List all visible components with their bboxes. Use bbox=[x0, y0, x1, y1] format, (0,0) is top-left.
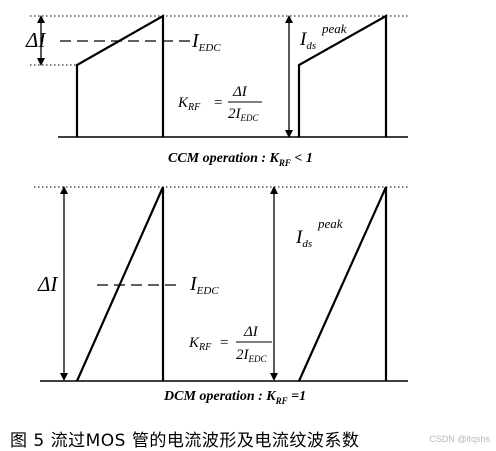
figure-caption: 图 5 流过MOS 管的电流波形及电流纹波系数 bbox=[10, 431, 360, 451]
ccm-title: CCM operation : KRF < 1 bbox=[168, 151, 313, 168]
dcm-krf-symbol: KRF bbox=[188, 335, 212, 353]
dcm-title: DCM operation : KRF =1 bbox=[163, 389, 306, 406]
dcm-krf-equals: = bbox=[220, 335, 228, 351]
ccm-krf-equals: = bbox=[214, 95, 222, 111]
ccm-current-waveform-1 bbox=[75, 14, 165, 137]
dcm-krf-numerator: ΔI bbox=[243, 324, 259, 340]
ccm-current-waveform-2 bbox=[297, 14, 388, 137]
dcm-iedc-label: IEDC bbox=[189, 273, 219, 297]
ccm-krf-denominator: 2IEDC bbox=[228, 106, 259, 123]
dcm-ids-label: Ids bbox=[295, 227, 312, 250]
ccm-panel: ΔI IEDC Ids peak KRF = ΔI 2IEDC CCM oper… bbox=[25, 14, 408, 168]
dcm-current-waveform-2 bbox=[297, 186, 388, 382]
dcm-krf-formula: KRF = ΔI 2IEDC bbox=[188, 324, 272, 364]
ccm-peak-label: peak bbox=[321, 21, 347, 36]
ccm-krf-numerator: ΔI bbox=[232, 84, 248, 100]
ccm-delta-i-label: ΔI bbox=[25, 28, 46, 52]
ccm-krf-formula: KRF = ΔI 2IEDC bbox=[177, 84, 262, 123]
dcm-current-waveform-1 bbox=[75, 186, 165, 382]
dcm-panel: ΔI IEDC Ids peak KRF = ΔI 2IEDC DCM oper… bbox=[34, 186, 408, 406]
dcm-delta-i-label: ΔI bbox=[37, 272, 58, 296]
dcm-krf-denominator: 2IEDC bbox=[236, 347, 267, 364]
ccm-ids-label: Ids bbox=[299, 29, 316, 52]
dcm-peak-label: peak bbox=[317, 216, 343, 231]
watermark: CSDN @ltqshs bbox=[429, 434, 490, 444]
ccm-krf-symbol: KRF bbox=[177, 95, 201, 113]
ccm-iedc-label: IEDC bbox=[191, 30, 221, 54]
